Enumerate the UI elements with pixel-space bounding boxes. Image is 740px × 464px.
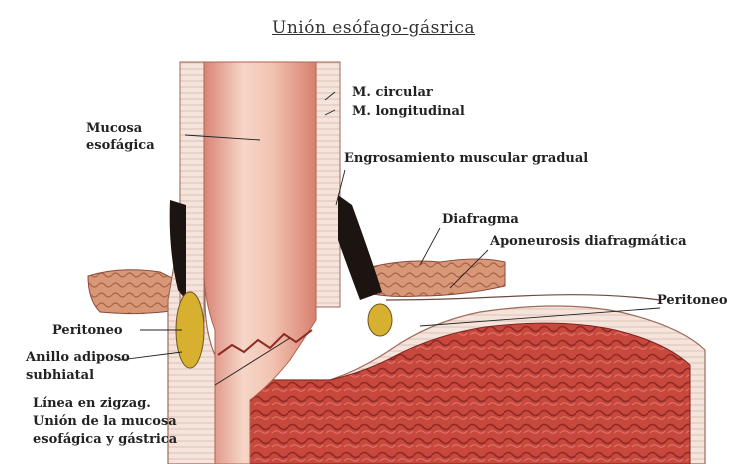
- label-union-mucosa: Unión de la mucosa: [33, 413, 177, 431]
- label-engrosamiento: Engrosamiento muscular gradual: [344, 150, 588, 168]
- fat-ring-right: [368, 304, 392, 336]
- diaphragm-left: [88, 270, 178, 314]
- esophagus-wall-right: [316, 62, 340, 307]
- label-subhiatal: subhiatal: [26, 367, 94, 385]
- label-linea-zigzag: Línea en zigzag.: [33, 395, 151, 413]
- hiatus-space-right: [338, 195, 382, 300]
- label-peritoneo-right: Peritoneo: [657, 292, 728, 310]
- label-mucosa: Mucosa: [86, 120, 142, 138]
- label-peritoneo-left: Peritoneo: [52, 322, 123, 340]
- label-esofagica-gastrica: esofágica y gástrica: [33, 431, 177, 449]
- label-aponeurosis: Aponeurosis diafragmática: [490, 233, 687, 251]
- diagram-title: Unión esófago-gásrica: [272, 18, 475, 38]
- diaphragm-right: [360, 259, 505, 297]
- label-diafragma: Diafragma: [442, 211, 519, 229]
- label-anillo: Anillo adiposo: [26, 349, 130, 367]
- label-esofagica: esofágica: [86, 137, 155, 155]
- label-m-circular: M. circular: [352, 84, 433, 102]
- label-m-longitudinal: M. longitudinal: [352, 103, 465, 121]
